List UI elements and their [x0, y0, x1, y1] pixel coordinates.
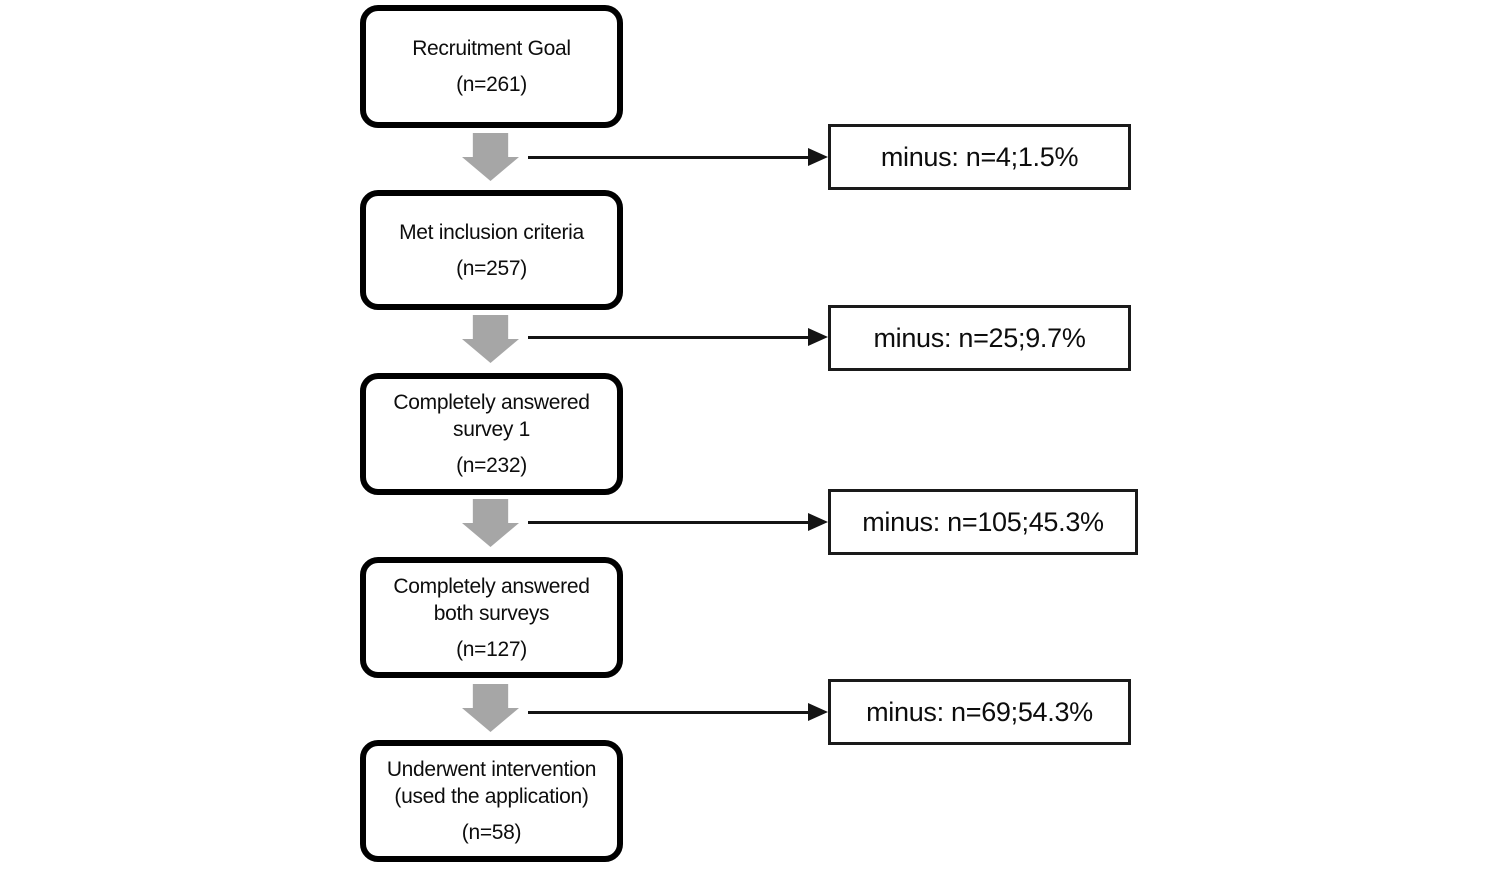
- stage-box-completed-survey-1: Completely answered survey 1 (n=232): [360, 373, 623, 495]
- down-arrow-icon: [462, 315, 519, 363]
- stage-label: Completely answered both surveys: [393, 574, 590, 625]
- stage-n-value: (n=58): [461, 821, 522, 844]
- stage-n-value: (n=257): [456, 256, 527, 280]
- stage-label: Met inclusion criteria: [399, 220, 584, 244]
- connector-line: [528, 156, 810, 159]
- stage-box-underwent-intervention: Underwent intervention (used the applica…: [360, 740, 623, 862]
- down-arrow-icon: [462, 499, 519, 547]
- stage-box-recruitment-goal: Recruitment Goal (n=261): [360, 5, 623, 128]
- stage-n-value: (n=261): [456, 73, 527, 96]
- connector-line: [528, 521, 810, 524]
- dropout-box-1: minus: n=4;1.5%: [828, 124, 1131, 190]
- down-arrow-icon: [462, 133, 519, 181]
- right-arrowhead-icon: [808, 513, 828, 531]
- dropout-label: minus: n=105;45.3%: [862, 506, 1104, 537]
- dropout-label: minus: n=69;54.3%: [866, 696, 1093, 727]
- stage-n-value: (n=232): [456, 454, 527, 477]
- dropout-label: minus: n=25;9.7%: [873, 322, 1086, 353]
- stage-label: Recruitment Goal: [412, 37, 571, 60]
- right-arrowhead-icon: [808, 328, 828, 346]
- stage-box-met-inclusion-criteria: Met inclusion criteria (n=257): [360, 190, 623, 310]
- dropout-box-4: minus: n=69;54.3%: [828, 679, 1131, 745]
- connector-line: [528, 711, 810, 714]
- down-arrow-icon: [462, 684, 519, 732]
- stage-n-value: (n=127): [456, 637, 527, 661]
- stage-box-completed-both-surveys: Completely answered both surveys (n=127): [360, 557, 623, 678]
- right-arrowhead-icon: [808, 148, 828, 166]
- stage-label: Underwent intervention (used the applica…: [386, 758, 597, 808]
- dropout-box-3: minus: n=105;45.3%: [828, 489, 1138, 555]
- dropout-box-2: minus: n=25;9.7%: [828, 305, 1131, 371]
- connector-line: [528, 336, 810, 339]
- right-arrowhead-icon: [808, 703, 828, 721]
- stage-label: Completely answered survey 1: [393, 391, 590, 441]
- dropout-label: minus: n=4;1.5%: [880, 141, 1079, 172]
